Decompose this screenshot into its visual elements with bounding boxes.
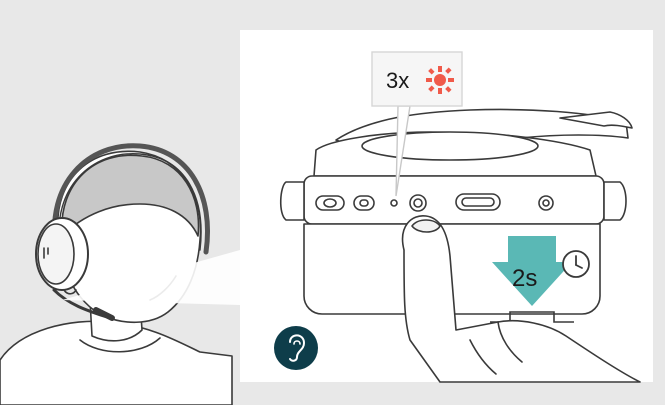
press-count-label: 3x [386,68,409,93]
callout-box: 3x [372,52,462,106]
hearing-ear-icon-overlay [274,326,318,370]
blinking-led-icon [426,66,454,94]
hold-duration-label: 2s [512,265,537,292]
clock-icon [563,251,589,277]
